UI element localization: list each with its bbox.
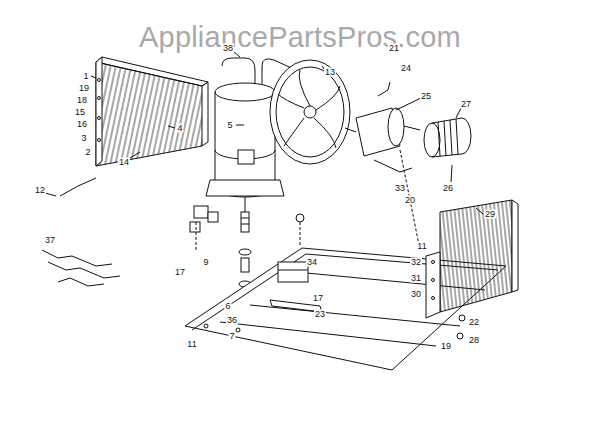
callout-number: 5 [226,121,233,130]
callout-number: 26 [442,184,454,193]
callout-number: 14 [118,158,130,167]
callout-number: 36 [226,316,238,325]
callout-number: 4 [176,124,183,133]
callout-number: 20 [404,196,416,205]
callout-number: 12 [34,186,46,195]
callout-number: 7 [228,332,235,341]
callout-number: 29 [484,210,496,219]
callout-number: 28 [468,336,480,345]
callout-number: 38 [222,44,234,53]
callout-number: 17 [174,268,186,277]
line-art [42,52,518,370]
callout-number: 37 [44,236,56,245]
callout-number: 16 [76,120,88,129]
callout-number: 34 [306,258,318,267]
callout-number: 21 [388,44,400,53]
callout-number: 18 [76,96,88,105]
callout-number: 23 [314,310,326,319]
callout-number: 27 [460,100,472,109]
callout-number: 15 [74,108,86,117]
callout-number: 17 [312,294,324,303]
callout-number: 24 [400,64,412,73]
callout-number: 32 [410,258,422,267]
callout-number: 31 [410,274,422,283]
callout-number: 11 [416,242,427,251]
callout-number: 1 [82,72,89,81]
callout-number: 19 [78,84,90,93]
callout-number: 13 [324,68,336,77]
callout-number: 9 [202,258,209,267]
callout-number: 6 [224,302,231,311]
callout-number: 22 [468,318,480,327]
callout-number: 30 [410,290,422,299]
callout-number: 3 [80,134,87,143]
callout-number: 2 [84,148,91,157]
callout-number: 11 [186,340,197,349]
callout-number: 33 [394,184,406,193]
watermark: AppliancePartsPros.com [138,23,462,52]
callout-number: 19 [440,342,452,351]
callout-number: 25 [420,92,432,101]
